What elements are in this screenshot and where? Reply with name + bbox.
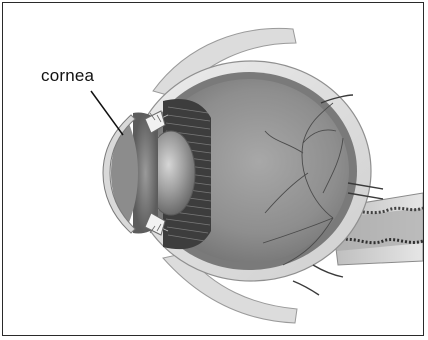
diagram-frame: cornea xyxy=(2,2,424,336)
cornea-label: cornea xyxy=(41,66,94,86)
cornea-leader-line xyxy=(91,91,123,135)
eye-cross-section-illustration xyxy=(3,3,424,336)
